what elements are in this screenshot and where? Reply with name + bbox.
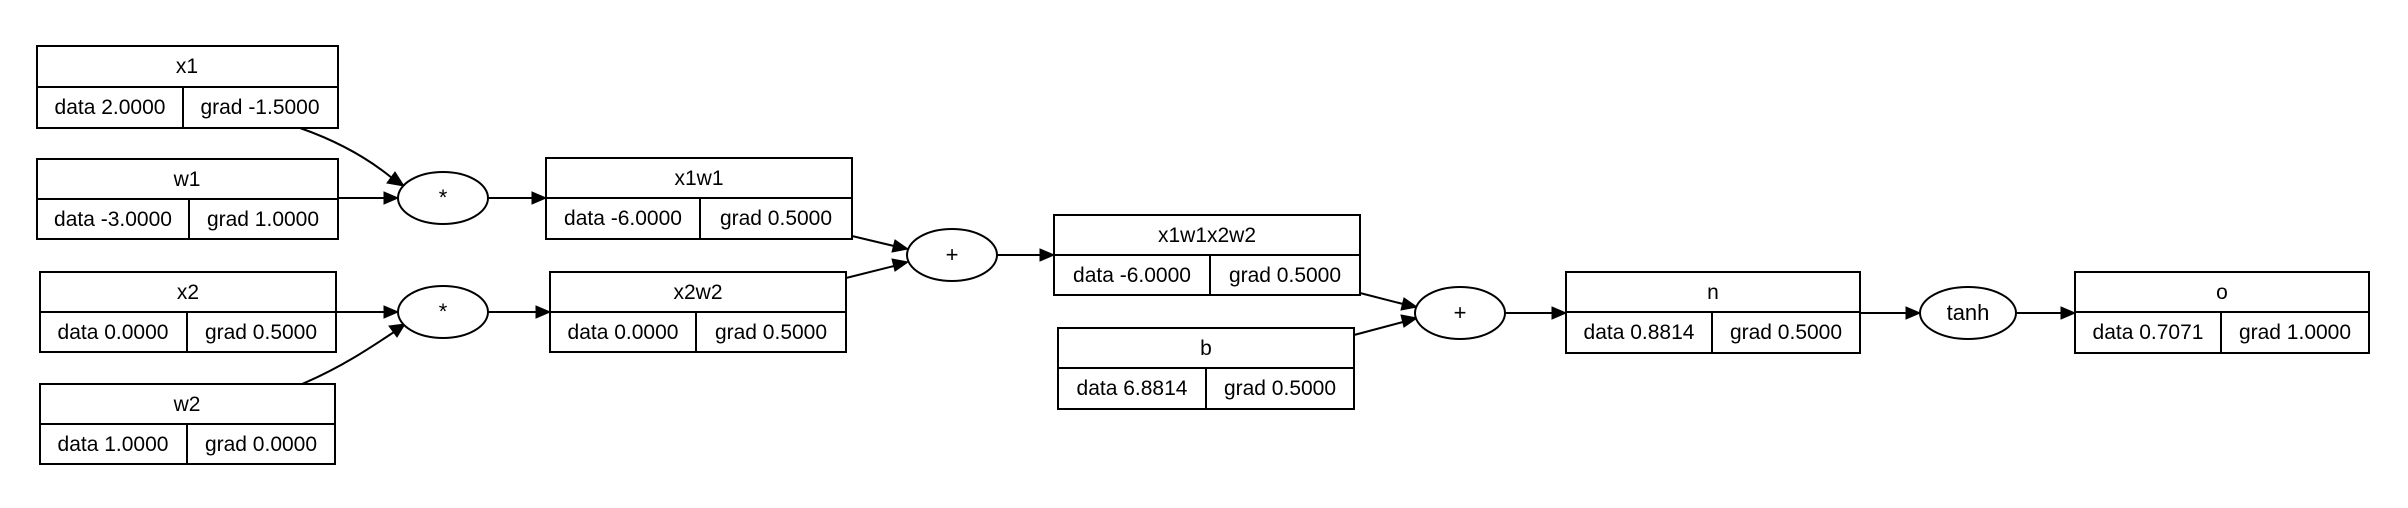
node-data: data 0.0000: [568, 321, 679, 344]
node-grad: grad 0.5000: [1224, 377, 1336, 400]
value-node-x2w2: x2w2 data 0.0000 grad 0.5000: [549, 271, 847, 353]
node-grad: grad 1.0000: [2239, 321, 2351, 344]
arrowhead: [891, 258, 910, 272]
arrowhead: [383, 191, 400, 205]
edge-x1w1x2w2-to-add2: [1359, 292, 1404, 305]
node-grad: grad 0.0000: [205, 433, 317, 456]
arrowhead: [2060, 306, 2077, 320]
edge-w2-to-mul2: [301, 331, 395, 385]
edges: [299, 127, 2077, 385]
value-node-x2: x2 data 0.0000 grad 0.5000: [39, 271, 337, 353]
arrowhead: [383, 305, 400, 319]
node-data: data 6.8814: [1077, 377, 1188, 400]
arrowhead: [388, 323, 406, 338]
op-label: +: [946, 242, 959, 267]
arrowhead: [1551, 306, 1568, 320]
node-label: o: [2216, 281, 2228, 304]
op-node-add-2: +: [1414, 286, 1506, 340]
node-label: b: [1200, 337, 1212, 360]
arrowhead: [535, 305, 552, 319]
node-label: n: [1707, 281, 1719, 304]
op-label: *: [439, 299, 448, 324]
node-grad: grad 0.5000: [1229, 264, 1341, 287]
value-node-o: o data 0.7071 grad 1.0000: [2074, 271, 2370, 354]
arrowhead: [531, 191, 548, 205]
node-grad: grad 0.5000: [720, 207, 832, 230]
node-grad: grad 0.5000: [205, 321, 317, 344]
value-node-x1: x1 data 2.0000 grad -1.5000: [36, 45, 339, 129]
edge-x2w2-to-add1: [845, 265, 895, 279]
node-label: x1: [176, 55, 198, 78]
node-grad: grad 0.5000: [715, 321, 827, 344]
arrowhead: [1905, 306, 1922, 320]
node-data: data 1.0000: [58, 433, 169, 456]
value-node-x1w1x2w2: x1w1x2w2 data -6.0000 grad 0.5000: [1053, 214, 1361, 296]
value-node-n: n data 0.8814 grad 0.5000: [1565, 271, 1861, 354]
node-grad: grad 1.0000: [207, 208, 319, 231]
node-data: data -6.0000: [1073, 264, 1191, 287]
node-label: x2: [177, 281, 199, 304]
value-node-b: b data 6.8814 grad 0.5000: [1057, 327, 1355, 410]
op-label: tanh: [1947, 300, 1990, 325]
arrowhead: [386, 171, 406, 187]
node-data: data 0.0000: [58, 321, 169, 344]
node-data: data 0.7071: [2093, 321, 2204, 344]
op-node-tanh: tanh: [1919, 286, 2017, 340]
edge-b-to-add2: [1353, 321, 1404, 336]
node-data: data 0.8814: [1584, 321, 1695, 344]
node-label: x2w2: [673, 281, 722, 304]
value-node-x1w1: x1w1 data -6.0000 grad 0.5000: [545, 157, 853, 240]
node-label: x1w1: [674, 167, 723, 190]
node-label: x1w1x2w2: [1158, 224, 1256, 247]
op-node-mul-2: *: [397, 285, 489, 339]
edge-x1w1-to-add1: [851, 235, 895, 247]
op-label: +: [1454, 300, 1467, 325]
node-label: w1: [173, 168, 201, 191]
value-node-w2: w2 data 1.0000 grad 0.0000: [39, 383, 336, 465]
arrowhead: [1039, 248, 1056, 262]
arrowhead: [1400, 297, 1419, 311]
value-node-w1: w1 data -3.0000 grad 1.0000: [36, 158, 339, 240]
op-node-mul-1: *: [397, 171, 489, 225]
node-grad: grad -1.5000: [200, 96, 319, 119]
op-label: *: [439, 185, 448, 210]
edge-x1-to-mul1: [299, 127, 393, 179]
node-label: w2: [173, 393, 201, 416]
node-data: data -6.0000: [564, 207, 682, 230]
arrowhead: [891, 239, 910, 253]
node-data: data 2.0000: [55, 96, 166, 119]
op-node-add-1: +: [906, 228, 998, 282]
node-data: data -3.0000: [54, 208, 172, 231]
node-grad: grad 0.5000: [1730, 321, 1842, 344]
arrowhead: [1400, 314, 1419, 328]
